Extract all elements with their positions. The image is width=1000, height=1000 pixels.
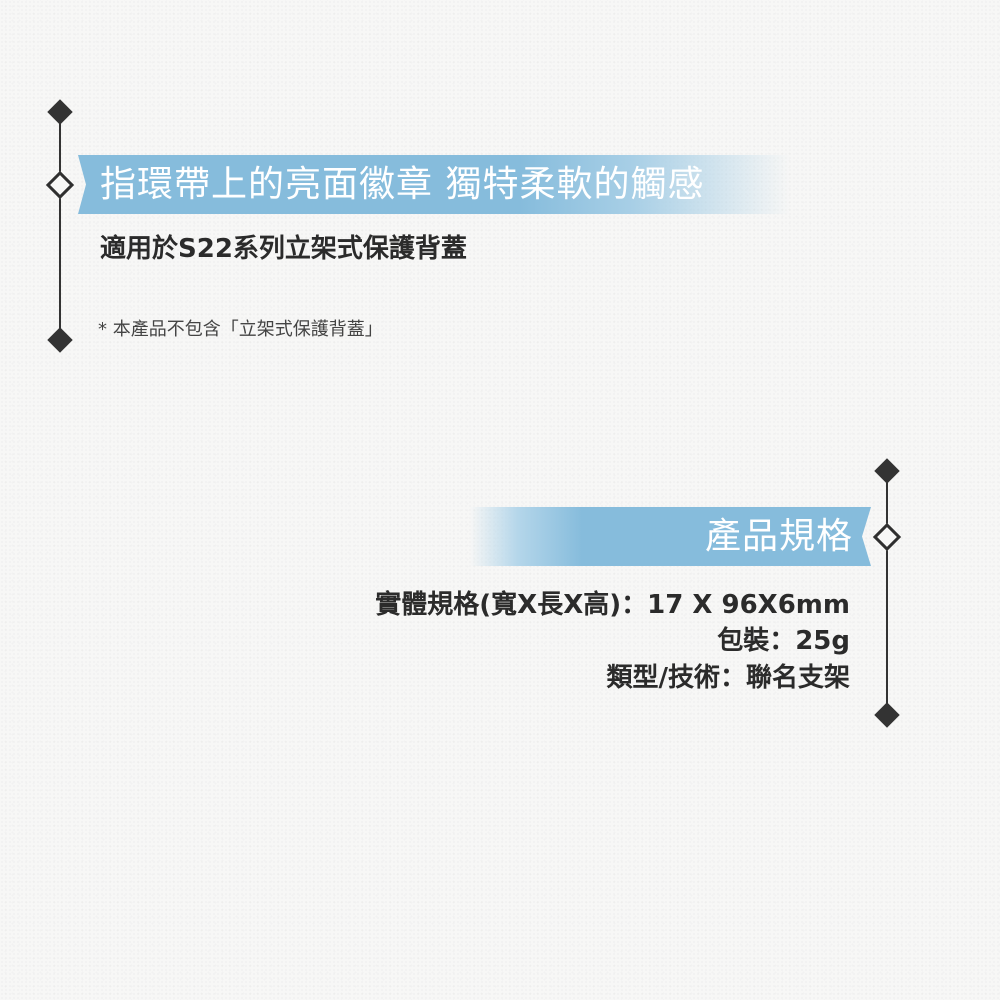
feature-banner-title: 指環帶上的亮面徽章 獨特柔軟的觸感 <box>100 164 705 205</box>
spec-banner: 產品規格 <box>470 507 871 566</box>
right-top-diamond-icon <box>874 458 900 484</box>
right-timeline-line <box>886 470 888 715</box>
compatibility-subtitle: 適用於S22系列立架式保護背蓋 <box>100 234 467 264</box>
left-hollow-diamond-icon <box>45 170 75 200</box>
right-hollow-diamond-icon <box>872 522 902 552</box>
feature-banner: 指環帶上的亮面徽章 獨特柔軟的觸感 <box>78 155 790 214</box>
left-bottom-diamond-icon <box>47 327 73 353</box>
exclusion-note: * 本產品不包含「立架式保護背蓋」 <box>98 319 383 340</box>
spec-dimensions: 實體規格(寬X長X高)：17 X 96X6mm <box>375 590 850 620</box>
left-timeline-line <box>59 112 61 342</box>
right-bottom-diamond-icon <box>874 702 900 728</box>
spec-type: 類型/技術：聯名支架 <box>606 663 851 693</box>
left-top-diamond-icon <box>47 99 73 125</box>
spec-package-weight: 包裝：25g <box>717 626 850 656</box>
spec-banner-title: 產品規格 <box>704 516 853 557</box>
